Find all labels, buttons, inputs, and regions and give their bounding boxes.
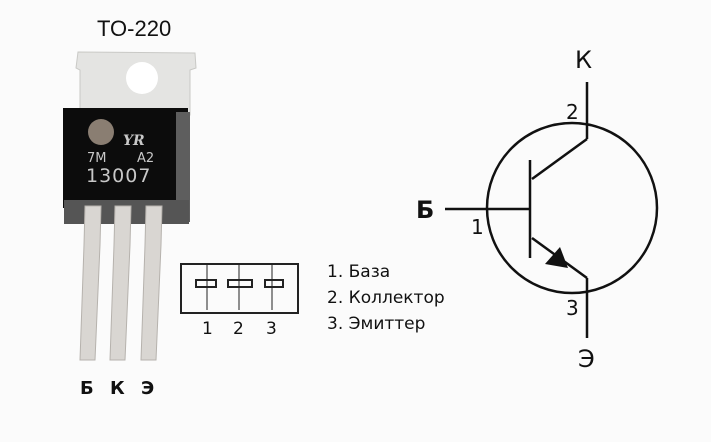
marking-line1-left: 7M: [87, 151, 107, 166]
collector-pin-number: 2: [566, 100, 579, 124]
legend-collector: 2. Коллектор: [327, 288, 445, 308]
part-number: 13007: [86, 165, 152, 187]
pin-number-2: 2: [233, 319, 244, 339]
legend-emitter: 3. Эмиттер: [327, 314, 426, 334]
pin-number-3: 3: [266, 319, 277, 339]
pin-number-1: 1: [202, 319, 213, 339]
emitter-label: Э: [578, 345, 595, 373]
base-pin-number: 1: [471, 215, 484, 239]
leg-label-base: Б: [80, 378, 94, 399]
to220-package: [63, 51, 197, 361]
brand-marking: YR: [123, 133, 145, 149]
pinout-box: [180, 263, 299, 314]
leg-label-emitter: Э: [141, 378, 155, 399]
legend-base: 1. База: [327, 262, 391, 282]
base-label: Б: [416, 196, 435, 224]
marking-line1-right: A2: [137, 151, 155, 166]
package-title: TO-220: [97, 16, 172, 41]
emitter-arrow-icon: [545, 247, 568, 268]
emitter-pin-number: 3: [566, 296, 579, 320]
npn-transistor-symbol: [445, 82, 659, 338]
leg-label-collector: К: [110, 378, 125, 399]
mounting-hole-icon: [126, 62, 158, 94]
collector-label: К: [575, 46, 593, 74]
